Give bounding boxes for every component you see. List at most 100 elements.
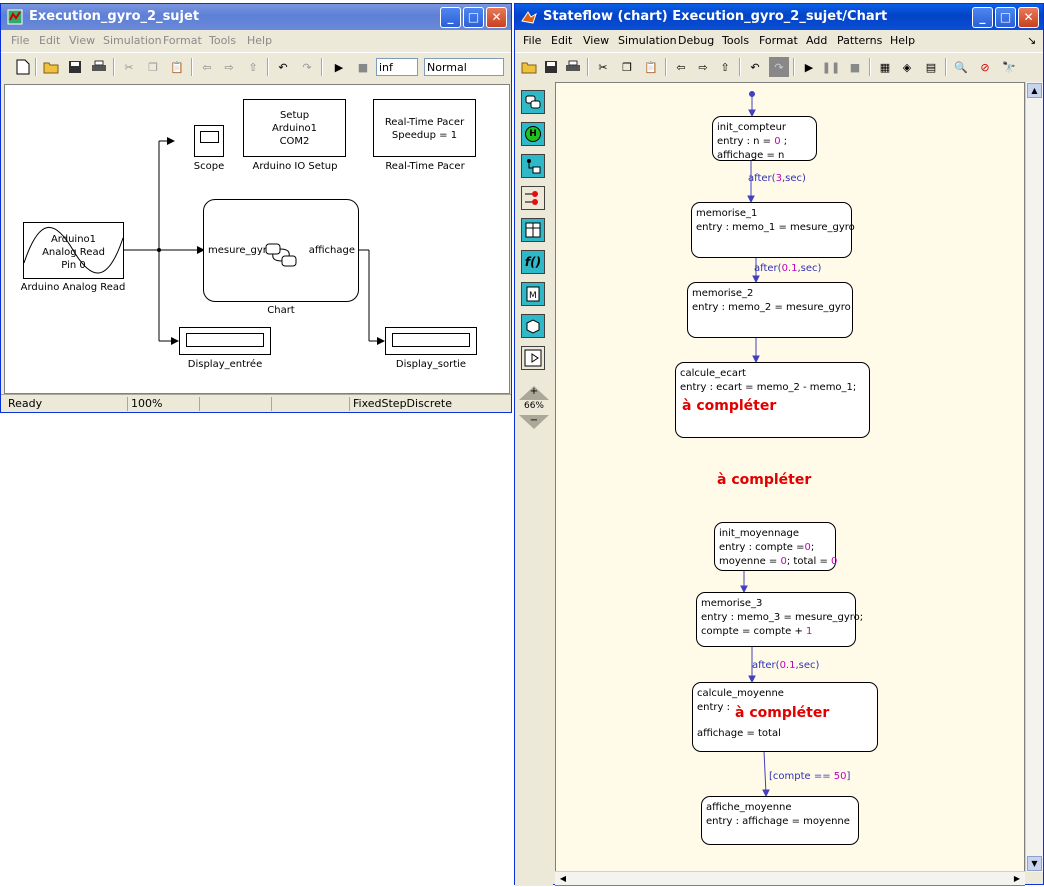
sim-mode-select[interactable] bbox=[424, 58, 504, 76]
copy-icon[interactable]: ❐ bbox=[148, 60, 158, 74]
menu-format[interactable]: Format bbox=[163, 34, 202, 47]
arduino-analog-read-block[interactable]: Arduino1 Analog Read Pin 0 bbox=[23, 222, 124, 279]
open-folder-icon[interactable] bbox=[519, 57, 539, 77]
menu-simulation[interactable]: Simulation bbox=[618, 34, 677, 47]
save-icon[interactable] bbox=[541, 57, 561, 77]
minimize-button[interactable]: _ bbox=[440, 7, 461, 28]
back-icon[interactable]: ⇦ bbox=[202, 60, 212, 74]
cut-icon[interactable]: ✂ bbox=[598, 60, 608, 74]
debug-icon[interactable]: ⊘ bbox=[980, 60, 990, 74]
menu-file[interactable]: File bbox=[523, 34, 542, 47]
display-entree-block[interactable] bbox=[179, 327, 271, 355]
forward-icon[interactable]: ⇨ bbox=[698, 60, 708, 74]
maximize-button[interactable]: □ bbox=[995, 7, 1016, 28]
up-icon[interactable]: ⇧ bbox=[720, 60, 730, 74]
state-memorise-2[interactable]: memorise_2 entry : memo_2 = mesure_gyro bbox=[687, 282, 853, 338]
close-button[interactable]: ✕ bbox=[1018, 7, 1039, 28]
transition-label-compte-50[interactable]: [compte == 50] bbox=[769, 771, 851, 782]
state-init-compteur[interactable]: init_compteur entry : n = 0 ; affichage … bbox=[712, 116, 817, 161]
menu-view[interactable]: View bbox=[583, 34, 610, 47]
save-icon[interactable] bbox=[65, 57, 85, 77]
real-time-pacer-block[interactable]: Real-Time Pacer Speedup = 1 bbox=[373, 99, 476, 157]
pause-icon[interactable]: ❚❚ bbox=[821, 60, 841, 74]
menu-help[interactable]: Help bbox=[890, 34, 916, 47]
find-icon[interactable]: 🔭 bbox=[1002, 60, 1016, 74]
new-file-icon[interactable] bbox=[13, 57, 33, 77]
scope-block[interactable] bbox=[194, 125, 224, 157]
simulink-function-icon[interactable] bbox=[521, 346, 545, 370]
transition-label-after-0.1[interactable]: after(0.1,sec) bbox=[752, 660, 820, 671]
forward-icon[interactable]: ⇨ bbox=[224, 60, 234, 74]
state-tool-icon[interactable] bbox=[521, 90, 545, 114]
library-icon[interactable]: ▤ bbox=[925, 60, 937, 74]
display-sortie-block[interactable] bbox=[385, 327, 477, 355]
zoom-in-icon[interactable]: + bbox=[519, 386, 549, 400]
menu-debug[interactable]: Debug bbox=[678, 34, 715, 47]
stop-time-input[interactable] bbox=[376, 58, 418, 76]
minimize-button[interactable]: _ bbox=[972, 7, 993, 28]
scroll-right-icon[interactable]: ▶ bbox=[1013, 874, 1021, 883]
scroll-up-icon[interactable]: ▲ bbox=[1027, 83, 1042, 98]
state-calcule-ecart[interactable]: calcule_ecart entry : ecart = memo_2 - m… bbox=[675, 362, 870, 438]
menu-file[interactable]: File bbox=[11, 34, 30, 47]
up-icon[interactable]: ⇧ bbox=[248, 60, 258, 74]
close-button[interactable]: ✕ bbox=[486, 7, 507, 28]
play-icon[interactable]: ▶ bbox=[804, 60, 814, 74]
menu-help[interactable]: Help bbox=[247, 34, 273, 47]
state-memorise-1[interactable]: memorise_1 entry : memo_1 = mesure_gyro bbox=[691, 202, 855, 258]
print-icon[interactable] bbox=[563, 57, 583, 77]
simulink-titlebar[interactable]: Execution_gyro_2_sujet _ □ ✕ bbox=[1, 4, 511, 30]
play-icon[interactable]: ▶ bbox=[334, 60, 344, 74]
build-icon[interactable]: ▦ bbox=[879, 60, 891, 74]
stop-icon[interactable]: ■ bbox=[357, 60, 369, 74]
menu-edit[interactable]: Edit bbox=[551, 34, 573, 47]
graphical-function-icon[interactable]: f() bbox=[521, 250, 545, 274]
scroll-left-icon[interactable]: ◀ bbox=[559, 874, 567, 883]
explore-icon[interactable]: 🔍 bbox=[954, 60, 968, 74]
undo-icon[interactable]: ↶ bbox=[278, 60, 288, 74]
default-transition-icon[interactable] bbox=[521, 154, 545, 178]
chart-block[interactable]: mesure_gyro affichage bbox=[203, 199, 359, 302]
open-folder-icon[interactable] bbox=[41, 57, 61, 77]
stateflow-titlebar[interactable]: Stateflow (chart) Execution_gyro_2_sujet… bbox=[515, 4, 1043, 30]
paste-icon[interactable]: 📋 bbox=[644, 60, 658, 74]
box-tool-icon[interactable] bbox=[521, 314, 545, 338]
model-explorer-icon[interactable]: ◈ bbox=[902, 60, 912, 74]
menu-arrow-icon[interactable]: ↘ bbox=[1027, 34, 1037, 47]
truth-table-icon[interactable] bbox=[521, 218, 545, 242]
redo-icon[interactable]: ↷ bbox=[769, 57, 789, 77]
history-junction-icon[interactable]: H bbox=[521, 122, 545, 146]
arduino-io-setup-block[interactable]: Setup Arduino1 COM2 bbox=[243, 99, 346, 157]
scroll-down-icon[interactable]: ▼ bbox=[1027, 856, 1042, 871]
menu-tools[interactable]: Tools bbox=[722, 34, 750, 47]
maximize-button[interactable]: □ bbox=[463, 7, 484, 28]
transition-label-after-3[interactable]: after(3,sec) bbox=[748, 173, 806, 184]
state-calcule-moyenne[interactable]: calcule_moyenne entry : à compléter affi… bbox=[692, 682, 878, 752]
zoom-out-icon[interactable]: − bbox=[519, 415, 549, 429]
state-init-moyennage[interactable]: init_moyennage entry : compte =0; moyenn… bbox=[714, 522, 837, 571]
stateflow-canvas[interactable]: init_compteur entry : n = 0 ; affichage … bbox=[555, 82, 1025, 886]
menu-view[interactable]: View bbox=[69, 34, 96, 47]
embedded-matlab-icon[interactable]: M bbox=[521, 282, 545, 306]
menu-add[interactable]: Add bbox=[806, 34, 828, 47]
state-affiche-moyenne[interactable]: affiche_moyenne entry : affichage = moye… bbox=[701, 796, 859, 845]
simulink-canvas[interactable]: Arduino1 Analog Read Pin 0 Arduino Analo… bbox=[4, 84, 510, 394]
cut-icon[interactable]: ✂ bbox=[124, 60, 134, 74]
menu-simulation[interactable]: Simulation bbox=[103, 34, 162, 47]
paste-icon[interactable]: 📋 bbox=[170, 60, 184, 74]
redo-icon[interactable]: ↷ bbox=[302, 60, 312, 74]
menu-tools[interactable]: Tools bbox=[209, 34, 237, 47]
menu-edit[interactable]: Edit bbox=[39, 34, 61, 47]
print-icon[interactable] bbox=[89, 57, 109, 77]
back-icon[interactable]: ⇦ bbox=[676, 60, 686, 74]
state-memorise-3[interactable]: memorise_3 entry : memo_3 = mesure_gyro;… bbox=[696, 592, 863, 647]
stop-icon[interactable]: ■ bbox=[849, 60, 861, 74]
horizontal-scrollbar[interactable]: ◀ ▶ bbox=[555, 871, 1025, 885]
connective-junction-icon[interactable] bbox=[521, 186, 545, 210]
menu-patterns[interactable]: Patterns bbox=[837, 34, 883, 47]
undo-icon[interactable]: ↶ bbox=[750, 60, 760, 74]
vertical-scrollbar[interactable]: ▲ ▼ bbox=[1025, 82, 1043, 872]
transition-label-after-0.1[interactable]: after(0.1,sec) bbox=[754, 263, 822, 274]
copy-icon[interactable]: ❐ bbox=[622, 60, 632, 74]
menu-format[interactable]: Format bbox=[759, 34, 798, 47]
